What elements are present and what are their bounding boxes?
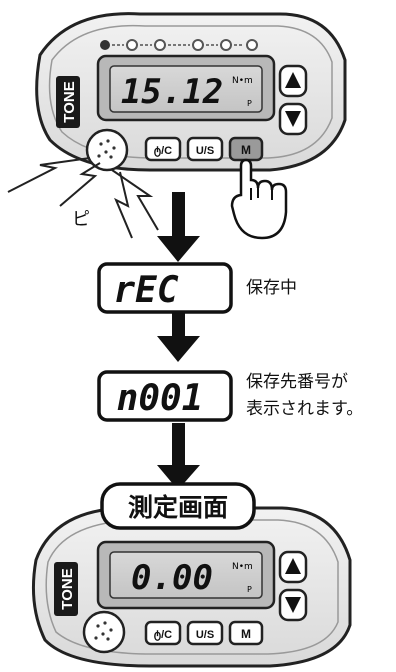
power-clear-button[interactable]: ტ/C bbox=[144, 136, 182, 162]
pointing-hand-icon bbox=[230, 158, 288, 240]
led-row bbox=[100, 39, 258, 51]
power-clear-button[interactable]: ტ/C bbox=[144, 620, 182, 646]
unit-select-button[interactable]: U/S bbox=[186, 136, 224, 162]
memory-number-caption-line1: 保存先番号が bbox=[246, 372, 348, 392]
svg-text:U/S: U/S bbox=[196, 629, 214, 641]
beep-sound-effect bbox=[7, 157, 159, 239]
torque-reading: 15.12 bbox=[121, 72, 223, 112]
memory-number-display-panel: n001 bbox=[97, 370, 233, 422]
flow-arrow-3 bbox=[157, 423, 200, 490]
beep-label: ピ bbox=[72, 209, 90, 230]
svg-text:M: M bbox=[241, 143, 251, 157]
svg-text:rEC: rEC bbox=[113, 270, 178, 311]
torque-reading: 0.00 bbox=[131, 558, 213, 598]
memory-number-caption-line2: 表示されます。 bbox=[246, 399, 364, 419]
mode-letter: P bbox=[247, 99, 252, 108]
unit-label: N•m bbox=[232, 76, 253, 86]
buzzer-speaker bbox=[82, 610, 126, 654]
up-button[interactable] bbox=[278, 550, 308, 584]
device-bottom: TONE 0.00 N•m P ტ/C U/ bbox=[31, 506, 352, 668]
flow-arrow-2 bbox=[157, 312, 200, 362]
svg-text:ტ/C: ტ/C bbox=[154, 145, 172, 157]
svg-text:U/S: U/S bbox=[196, 145, 214, 157]
brand-logo: TONE bbox=[54, 562, 78, 616]
svg-text:測定画面: 測定画面 bbox=[128, 493, 228, 522]
rec-caption: 保存中 bbox=[246, 278, 297, 298]
lcd-display: 15.12 N•m P bbox=[96, 54, 276, 122]
svg-text:TONE: TONE bbox=[61, 81, 78, 122]
device-top: TONE 15.12 N•m P ტ/C bbox=[35, 12, 347, 172]
memory-button[interactable]: M bbox=[228, 620, 264, 646]
down-button[interactable] bbox=[278, 588, 308, 622]
brand-logo: TONE bbox=[56, 76, 80, 128]
unit-select-button[interactable]: U/S bbox=[186, 620, 224, 646]
down-button[interactable] bbox=[278, 102, 308, 136]
flow-arrow-1 bbox=[157, 192, 200, 262]
measurement-screen-banner: 測定画面 bbox=[100, 482, 256, 530]
svg-text:n001: n001 bbox=[117, 378, 204, 419]
svg-text:M: M bbox=[241, 627, 251, 641]
svg-text:TONE: TONE bbox=[59, 568, 76, 609]
mode-letter: P bbox=[247, 585, 252, 594]
svg-text:ტ/C: ტ/C bbox=[154, 629, 172, 641]
buzzer-speaker bbox=[85, 128, 129, 172]
lcd-display: 0.00 N•m P bbox=[96, 540, 276, 610]
up-button[interactable] bbox=[278, 64, 308, 98]
rec-display-panel: rEC bbox=[97, 262, 233, 314]
memory-button[interactable]: M bbox=[228, 136, 264, 162]
unit-label: N•m bbox=[232, 562, 253, 572]
